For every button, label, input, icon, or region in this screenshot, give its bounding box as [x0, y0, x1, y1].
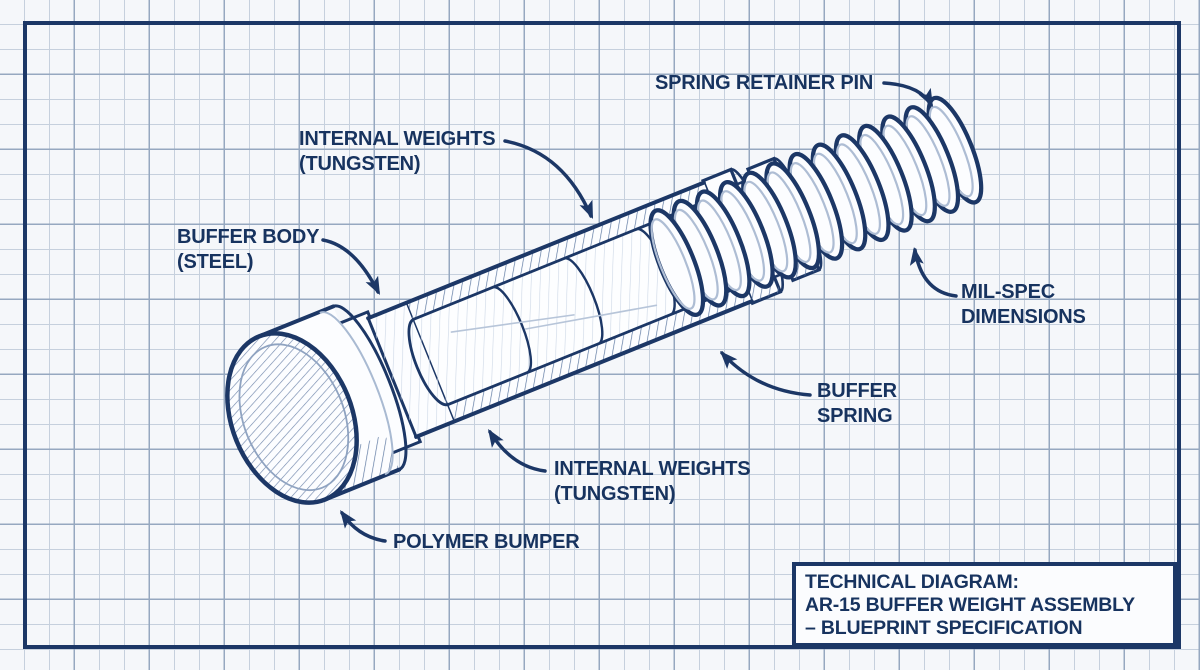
- label-text: BUFFER: [817, 380, 897, 402]
- leader-spring-retainer-pin: [882, 81, 933, 107]
- label-text: DIMENSIONS: [961, 306, 1086, 328]
- arrowhead-icon: [909, 247, 924, 266]
- leader-internal-weights-top: [503, 139, 593, 218]
- arrowhead-icon: [340, 510, 357, 529]
- title-block: TECHNICAL DIAGRAM: AR-15 BUFFER WEIGHT A…: [792, 562, 1177, 647]
- label-internal-weights-top: INTERNAL WEIGHTS (TUNGSTEN): [299, 127, 496, 177]
- title-block-line3: – BLUEPRINT SPECIFICATION: [805, 617, 1083, 639]
- label-text: (TUNGSTEN): [554, 483, 676, 505]
- label-text: MIL-SPEC: [961, 281, 1055, 303]
- arrowhead-icon: [579, 199, 593, 219]
- label-text: SPRING: [817, 405, 893, 427]
- arrowhead-icon: [365, 275, 380, 295]
- title-block-line2: AR-15 BUFFER WEIGHT ASSEMBLY: [805, 594, 1135, 616]
- label-spring-retainer-pin: SPRING RETAINER PIN: [655, 71, 873, 96]
- label-text: (TUNGSTEN): [299, 153, 421, 175]
- title-block-line1: TECHNICAL DIAGRAM:: [805, 571, 1019, 593]
- label-text: INTERNAL WEIGHTS: [554, 458, 751, 480]
- label-mil-spec: MIL-SPEC DIMENSIONS: [961, 280, 1086, 330]
- label-buffer-body: BUFFER BODY (STEEL): [177, 225, 319, 275]
- arrowhead-icon: [720, 351, 738, 369]
- label-buffer-spring: BUFFER SPRING: [817, 379, 897, 429]
- buffer-spring: [648, 95, 984, 317]
- arrowhead-icon: [918, 87, 933, 107]
- polymer-bumper: [225, 304, 408, 505]
- label-text: POLYMER BUMPER: [393, 531, 580, 553]
- label-text: SPRING RETAINER PIN: [655, 72, 874, 94]
- label-polymer-bumper: POLYMER BUMPER: [393, 530, 580, 555]
- label-internal-weights-bottom: INTERNAL WEIGHTS (TUNGSTEN): [554, 457, 751, 507]
- leader-mil-spec: [913, 248, 958, 298]
- label-text: (STEEL): [177, 251, 254, 273]
- arrowhead-icon: [488, 429, 504, 448]
- label-text: BUFFER BODY: [177, 226, 320, 248]
- label-text: INTERNAL WEIGHTS: [299, 128, 496, 150]
